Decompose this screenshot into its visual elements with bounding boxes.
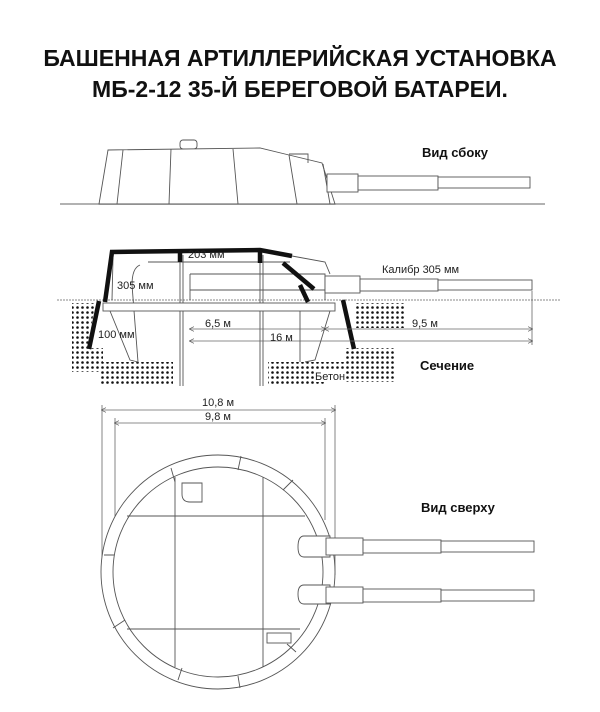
title-line-1: БАШЕННАЯ АРТИЛЛЕРИЙСКАЯ УСТАНОВКА [43, 44, 556, 71]
gun-barrel-2 [437, 176, 531, 189]
top-view-label: Вид сверху [421, 500, 496, 515]
turret-inner-ring [112, 466, 324, 678]
side-view-label: Вид сбоку [422, 145, 489, 160]
turret-body [98, 147, 336, 205]
caliber-label: Калибр 305 мм [382, 264, 459, 276]
gun-upper [297, 535, 535, 558]
dim-total-label: 16 м [270, 332, 293, 344]
dim-barrel-label: 9,5 м [412, 318, 438, 330]
hatch [181, 482, 203, 503]
front-armor-label: 305 мм [117, 280, 154, 292]
wall-armor-right [340, 299, 357, 350]
vent [266, 632, 292, 644]
top-view: 10,8 м 9,8 м Вид сверху [100, 397, 535, 690]
gun-breech [326, 173, 359, 193]
concrete-label: Бетон [315, 371, 345, 383]
wall-armor-label: 100 мм [98, 329, 135, 341]
dim-inner-label: 6,5 м [205, 318, 231, 330]
dim-outer-label: 10,8 м [202, 397, 234, 409]
roof-armor-label: 203 мм [188, 249, 225, 261]
turret-outer-ring [100, 454, 336, 690]
wall-armor-left [86, 300, 102, 350]
dim-inner-label: 9,8 м [205, 411, 231, 423]
hatch [179, 139, 198, 150]
side-view: Вид сбоку [60, 139, 545, 205]
platform [102, 302, 336, 312]
gun-lower [297, 584, 535, 605]
section-view: 203 мм 305 мм 100 мм Калибр 305 мм 6,5 м… [57, 247, 560, 386]
section-label: Сечение [420, 358, 474, 373]
gun-barrel-1 [357, 175, 439, 191]
concrete-right [268, 303, 405, 386]
roof-armor [102, 247, 293, 303]
concrete-left [72, 303, 173, 386]
title-line-2: МБ-2-12 35-Й БЕРЕГОВОЙ БАТАРЕИ. [92, 75, 508, 102]
